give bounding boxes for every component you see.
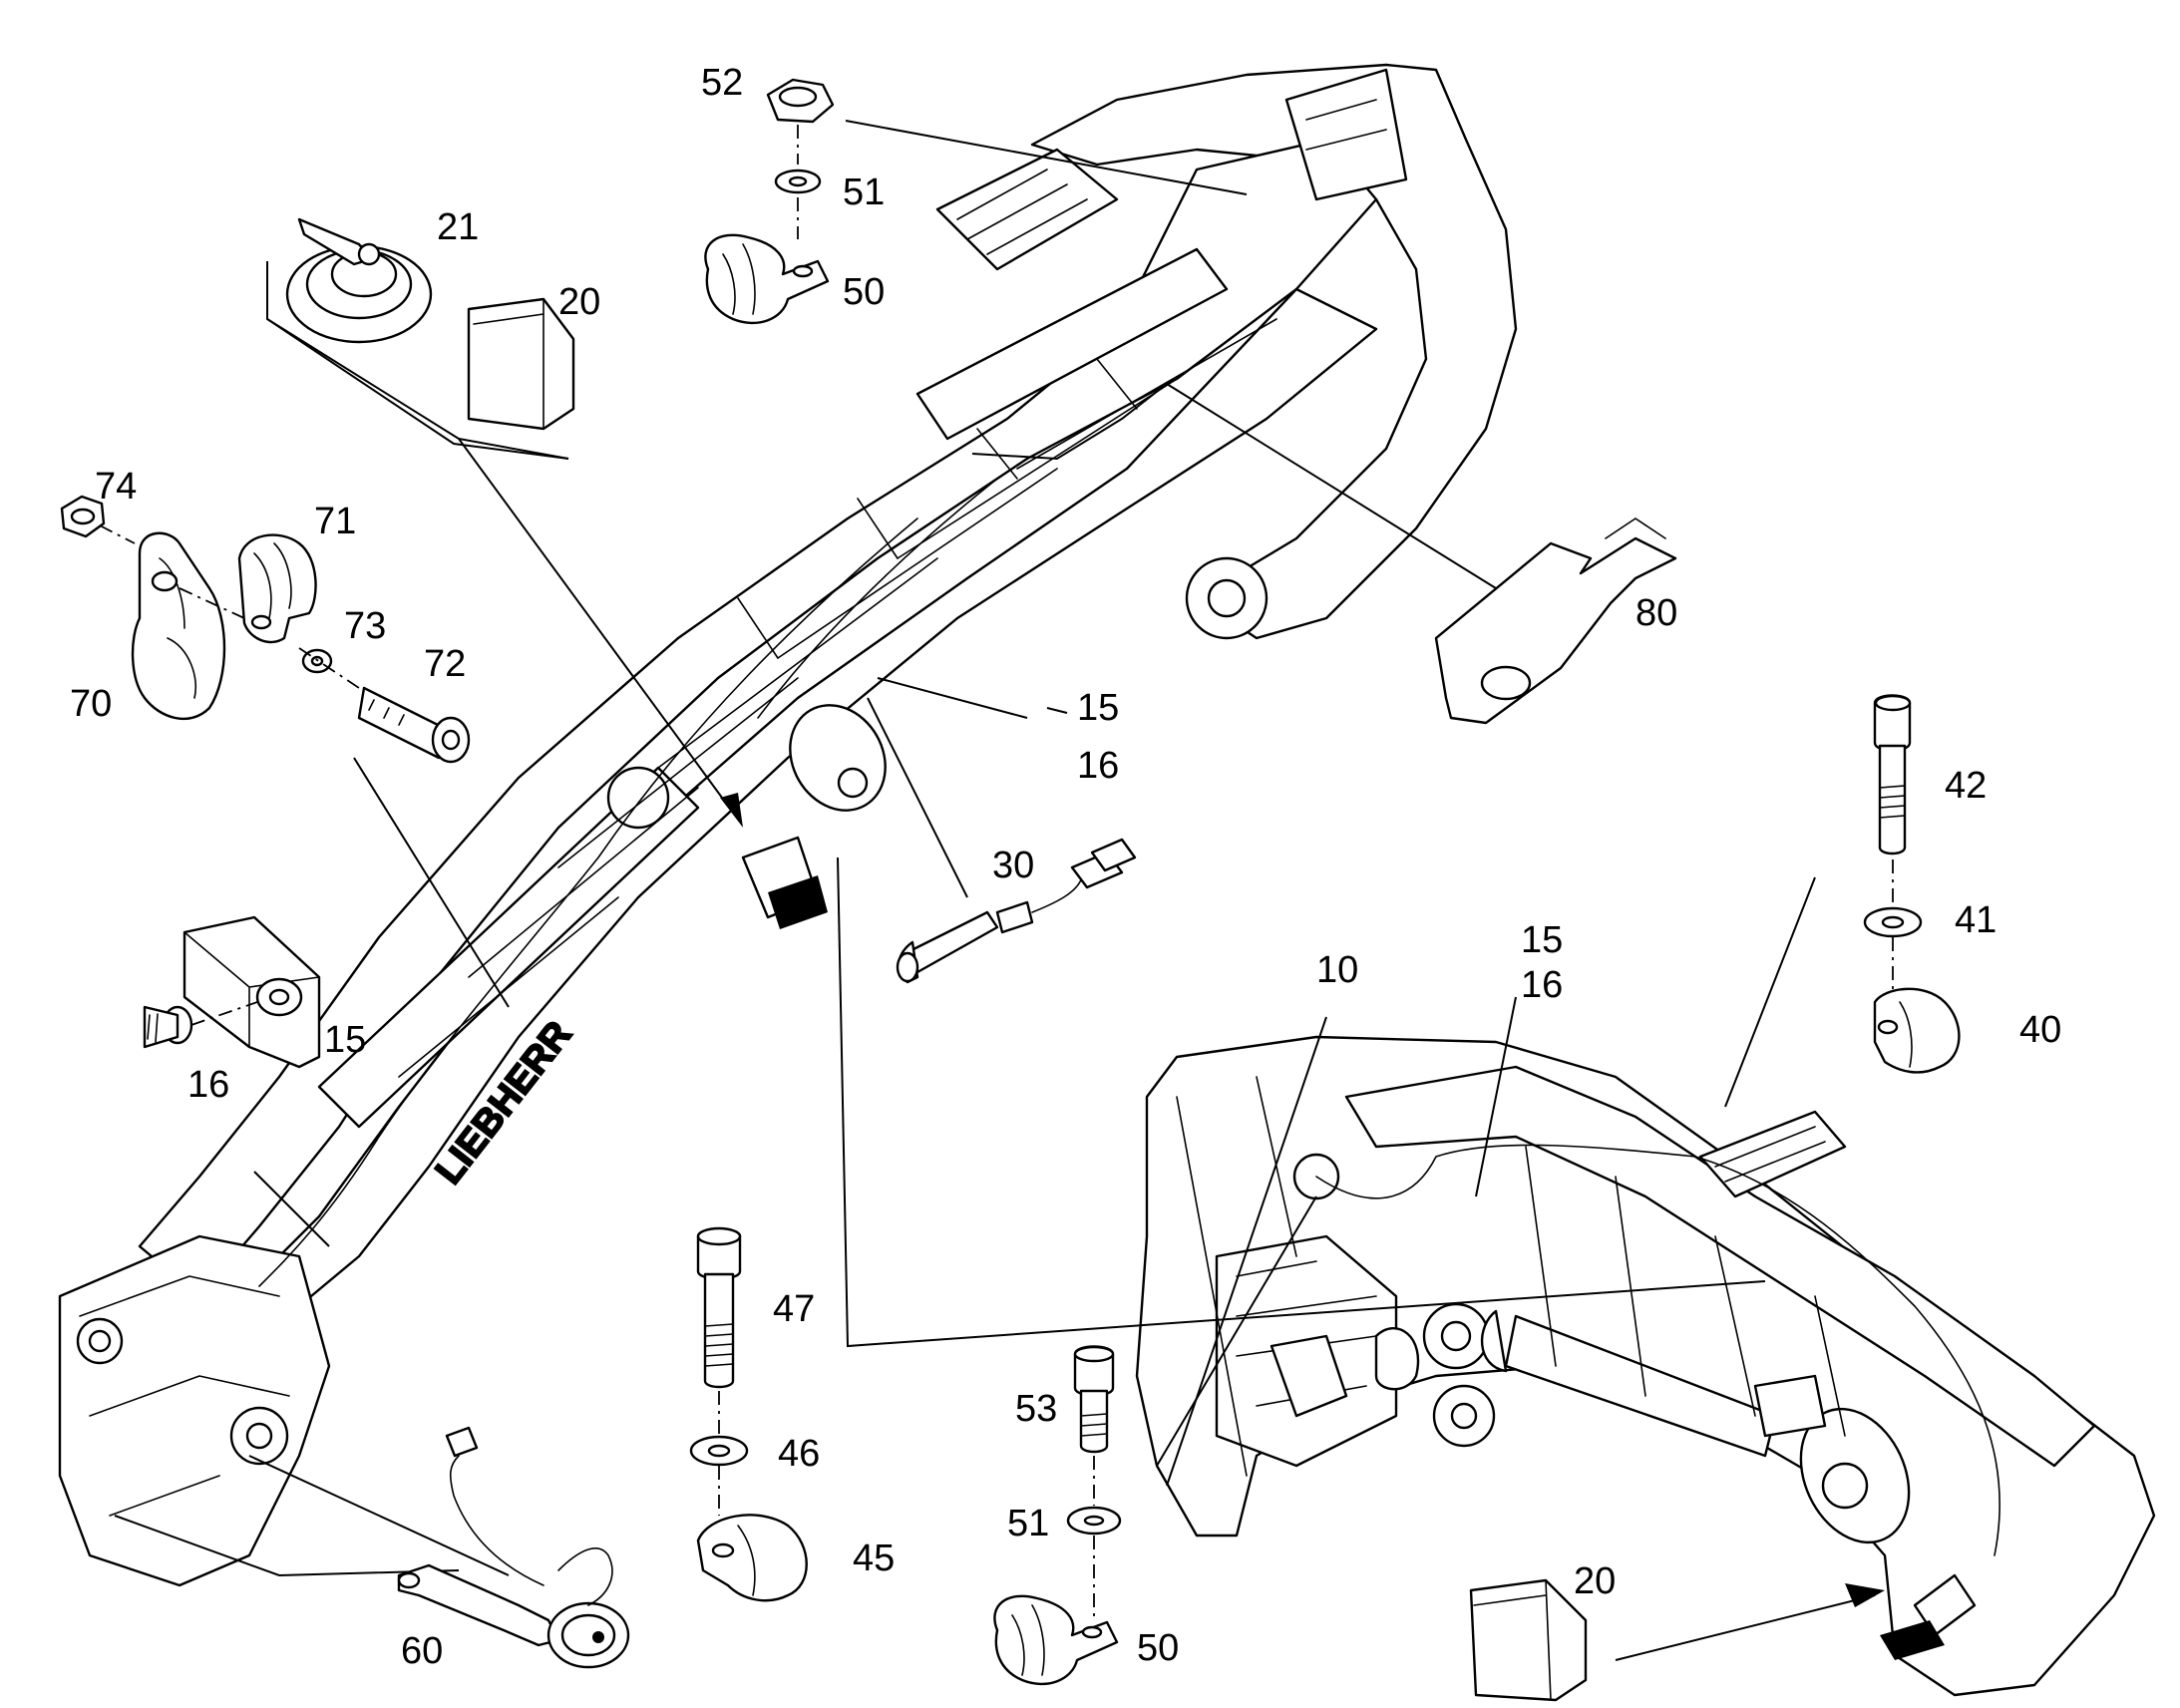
washer-51-top — [774, 169, 822, 194]
callout-51-lower: 51 — [1007, 1503, 1049, 1544]
protective-cap-20-top — [467, 297, 575, 431]
callout-labels: 52 51 50 21 20 74 71 73 72 70 80 15 16 4… — [70, 62, 2061, 1672]
socket-bolt-47 — [696, 1226, 742, 1389]
mounting-block-15-left — [182, 915, 321, 1069]
socket-bolt-42 — [1873, 694, 1912, 855]
callout-30: 30 — [992, 845, 1034, 886]
callout-10: 10 — [1316, 949, 1358, 991]
boom-assembly-main: LIEBHERR — [58, 63, 1518, 1587]
washer-46 — [689, 1435, 749, 1467]
callout-40: 40 — [2019, 1009, 2061, 1051]
callout-20-top: 20 — [558, 281, 600, 323]
callout-51-top: 51 — [843, 171, 885, 213]
callout-72: 72 — [424, 643, 466, 685]
cable-clamp-50-lower — [993, 1594, 1119, 1686]
hex-nut-74 — [60, 495, 106, 538]
leader-lines — [114, 120, 1885, 1661]
hex-nut-52 — [766, 78, 835, 124]
callout-74: 74 — [95, 466, 137, 508]
socket-bolt-53 — [1073, 1345, 1115, 1454]
callout-60: 60 — [401, 1630, 443, 1672]
callout-70: 70 — [70, 683, 112, 725]
cable-clamp-40 — [1873, 987, 1961, 1074]
callout-20-lower: 20 — [1574, 1560, 1616, 1602]
callout-15-right: 15 — [1521, 919, 1563, 961]
callout-15-mid: 15 — [1077, 687, 1119, 729]
callout-16-left: 16 — [187, 1064, 229, 1106]
callout-16-mid: 16 — [1077, 745, 1119, 787]
countersunk-screw-16-left — [143, 1005, 193, 1049]
callout-15-left: 15 — [324, 1019, 366, 1061]
horn-21 — [285, 217, 433, 344]
callout-42: 42 — [1945, 765, 1987, 807]
sensor-bracket-60 — [397, 1426, 630, 1669]
callout-41: 41 — [1955, 899, 1997, 941]
callout-73: 73 — [344, 605, 386, 647]
socket-screw-72 — [357, 686, 471, 764]
callout-50-top: 50 — [843, 271, 885, 313]
callout-47: 47 — [773, 1288, 815, 1330]
washer-41 — [1863, 906, 1923, 938]
cable-clamp-45 — [696, 1514, 808, 1602]
bracket-plate-80 — [1434, 517, 1677, 725]
cable-clamp-50-top — [704, 233, 830, 325]
callout-80: 80 — [1635, 592, 1677, 634]
callout-46: 46 — [778, 1433, 820, 1475]
callout-45: 45 — [853, 1537, 895, 1579]
callout-21: 21 — [437, 206, 479, 248]
clamp-70 — [131, 531, 226, 721]
callout-16-right: 16 — [1521, 964, 1563, 1006]
boom-assembly-detail — [1135, 1035, 2156, 1697]
pressure-sensor-30 — [896, 838, 1137, 984]
callout-71: 71 — [314, 501, 356, 542]
callout-50-lower: 50 — [1137, 1627, 1179, 1669]
callout-52: 52 — [701, 62, 743, 104]
washer-51-lower — [1066, 1506, 1122, 1536]
clamp-71 — [237, 533, 317, 644]
protective-cap-20-lower — [1469, 1578, 1588, 1702]
callout-53: 53 — [1015, 1388, 1057, 1430]
